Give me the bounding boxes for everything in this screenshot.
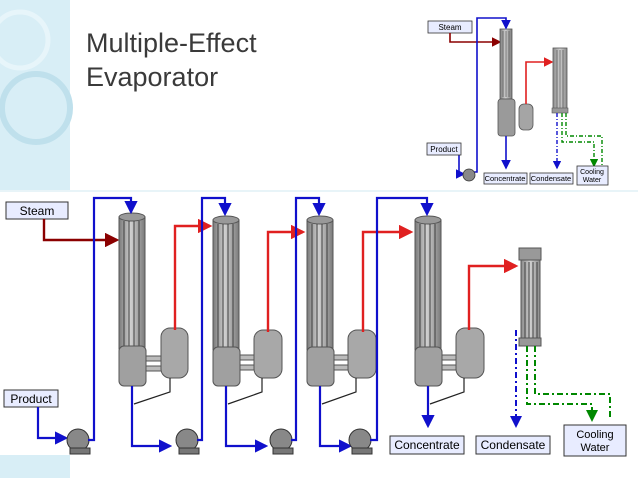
- condensate-box: [475, 435, 551, 455]
- product-label: Product: [10, 392, 52, 406]
- inset-steam-label: Steam: [438, 23, 461, 32]
- effect-3-lower-body: [306, 346, 335, 387]
- vapor-line-3: [361, 224, 414, 332]
- effect-2: [175, 196, 306, 455]
- effect-3-calandria: [306, 219, 334, 351]
- feed-line-4: [370, 196, 434, 442]
- cooling-water-in-line: [526, 346, 598, 422]
- title-line-1: Multiple-Effect: [86, 28, 257, 58]
- steam-label: Steam: [20, 204, 55, 218]
- product-line: [36, 407, 69, 445]
- effect-1-calandria: [118, 216, 146, 350]
- vapor-line-4: [467, 258, 519, 330]
- effect-3-separator: [347, 329, 377, 379]
- feed-line-1: [88, 196, 138, 442]
- cooling-water-box: [563, 424, 627, 457]
- inset-steam-line: [449, 33, 502, 47]
- condenser: [510, 247, 611, 428]
- cooling-water-out-line: [534, 346, 611, 420]
- concentrate-label: Concentrate: [394, 438, 460, 452]
- vapor-line-2: [266, 224, 306, 332]
- effect-1-lower-body: [118, 345, 147, 387]
- effect-4: [348, 196, 519, 455]
- cooling-water-label-1: Cooling: [576, 429, 613, 441]
- effect-1: [66, 196, 213, 455]
- inset-cooling-water-label-2: Water: [583, 177, 602, 184]
- main-multiple-effect-diagram: Steam Product: [3, 196, 627, 457]
- vapor-line-1: [173, 218, 213, 330]
- effect-4-calandria: [414, 219, 442, 351]
- effect-2-separator: [253, 329, 283, 379]
- condensate-label: Condensate: [481, 438, 546, 452]
- inset-product-box: [426, 142, 462, 156]
- steam-box: [5, 201, 69, 220]
- slide-title: Multiple-Effect Evaporator: [86, 26, 257, 94]
- inset-feed-line: [472, 17, 511, 173]
- product-box: [3, 389, 59, 408]
- inset-product-label: Product: [430, 145, 458, 154]
- feed-line-3: [291, 196, 326, 442]
- title-line-2: Evaporator: [86, 62, 219, 92]
- inset-concentrate-box: [483, 172, 528, 185]
- feed-line-2: [197, 196, 232, 442]
- steam-line: [42, 219, 120, 248]
- inset-cooling-water-box: [576, 165, 609, 186]
- concentrate-box: [389, 435, 465, 455]
- inset-separator-base: [497, 98, 516, 137]
- inset-pump: [462, 168, 476, 182]
- cooling-water-label-2: Water: [581, 442, 610, 454]
- inset-condensate-box: [529, 172, 574, 185]
- inset-concentrate-label: Concentrate: [485, 174, 526, 183]
- inset-vapor-line: [525, 57, 554, 104]
- effect-3: [269, 196, 414, 455]
- inset-condensate-label: Condensate: [531, 174, 571, 183]
- effect-4-separator: [455, 327, 485, 379]
- effect-2-calandria: [212, 219, 240, 351]
- effect-1-separator: [160, 327, 189, 379]
- inset-cooling-water-label-1: Cooling: [580, 169, 604, 176]
- inset-separator: [518, 103, 534, 131]
- inset-single-effect-diagram: Steam Product Concentrate Condensate: [426, 17, 609, 186]
- effect-4-lower-body: [414, 346, 443, 387]
- effect-2-lower-body: [212, 346, 241, 387]
